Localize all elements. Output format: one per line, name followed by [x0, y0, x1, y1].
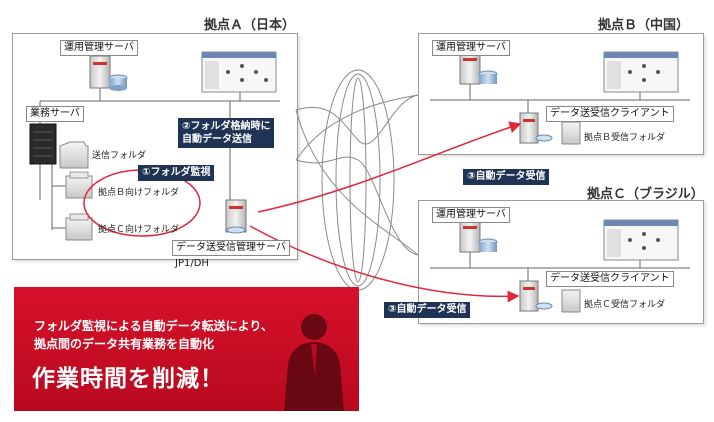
site-a-title: 拠点Ａ（日本） [204, 18, 296, 33]
site-b-ops-server-label: 運用管理サーバ [432, 40, 510, 56]
site-b-ops-server-icon [459, 51, 498, 85]
site-c-monitor-icon [603, 219, 679, 261]
site-b-monitor-icon [603, 51, 679, 93]
transfer-arrow-to-b [257, 121, 522, 213]
site-a-send-folder-label: 送信フォルダ [92, 151, 147, 161]
site-b-client-label: データ送受信クライアント [546, 106, 674, 122]
site-a-manager-product: JP1/DH [175, 258, 209, 269]
banner-line2: 拠点間のデータ共有業務を自動化 [34, 337, 215, 351]
site-b-client-icon [519, 112, 553, 144]
site-c-title: 拠点Ｃ（ブラジル） [587, 187, 704, 202]
site-a-business-server-icon [29, 123, 57, 165]
network-mesh [295, 69, 419, 291]
summary-banner: フォルダ監視による自動データ転送により、 拠点間のデータ共有業務を自動化 作業時… [14, 287, 359, 411]
site-a-folder-b-icon [65, 171, 93, 199]
banner-line1: フォルダ監視による自動データ転送により、 [34, 319, 273, 333]
site-a-folder-c-icon [65, 213, 93, 241]
site-c-ops-server-icon [459, 219, 498, 253]
site-a-send-folder-icon [59, 141, 89, 169]
step3-b-label: ③自動データ受信 [463, 169, 550, 185]
businessman-silhouette-icon [284, 314, 344, 411]
site-a-folder-b-label: 拠点Ｂ向けフォルダ [98, 188, 180, 198]
step2-label: ②フォルダ格納時に 自動データ送信 [178, 118, 275, 148]
site-a-business-server-label: 業務サーバ [26, 106, 84, 122]
site-b-recv-folder-icon [561, 121, 581, 145]
site-c-ops-server-label: 運用管理サーバ [432, 207, 510, 223]
site-a-ops-server-label: 運用管理サーバ [60, 40, 138, 56]
site-a-manager-label: データ送受信管理サーバ [172, 240, 290, 256]
site-a-monitor-icon [201, 51, 277, 93]
site-a-ops-server-icon [89, 55, 128, 91]
site-a-folder-c-label: 拠点Ｃ向けフォルダ [98, 225, 180, 235]
step2-line1: ②フォルダ格納時に [182, 121, 271, 132]
step3-c-label: ③自動データ受信 [384, 302, 471, 318]
site-b-recv-folder-label: 拠点Ｂ受信フォルダ [584, 133, 666, 143]
site-c-recv-folder-icon [561, 289, 581, 313]
step2-line2: 自動データ送信 [182, 134, 252, 145]
site-a-manager-server-icon [225, 199, 247, 234]
banner-headline: 作業時間を削減！ [32, 366, 224, 392]
step1-label: ①フォルダ監視 [138, 165, 215, 181]
site-c-recv-folder-label: 拠点Ｃ受信フォルダ [584, 300, 666, 310]
site-b-title: 拠点Ｂ（中国） [598, 18, 690, 33]
site-c-client-icon [519, 280, 553, 312]
site-c-client-label: データ送受信クライアント [546, 271, 674, 287]
